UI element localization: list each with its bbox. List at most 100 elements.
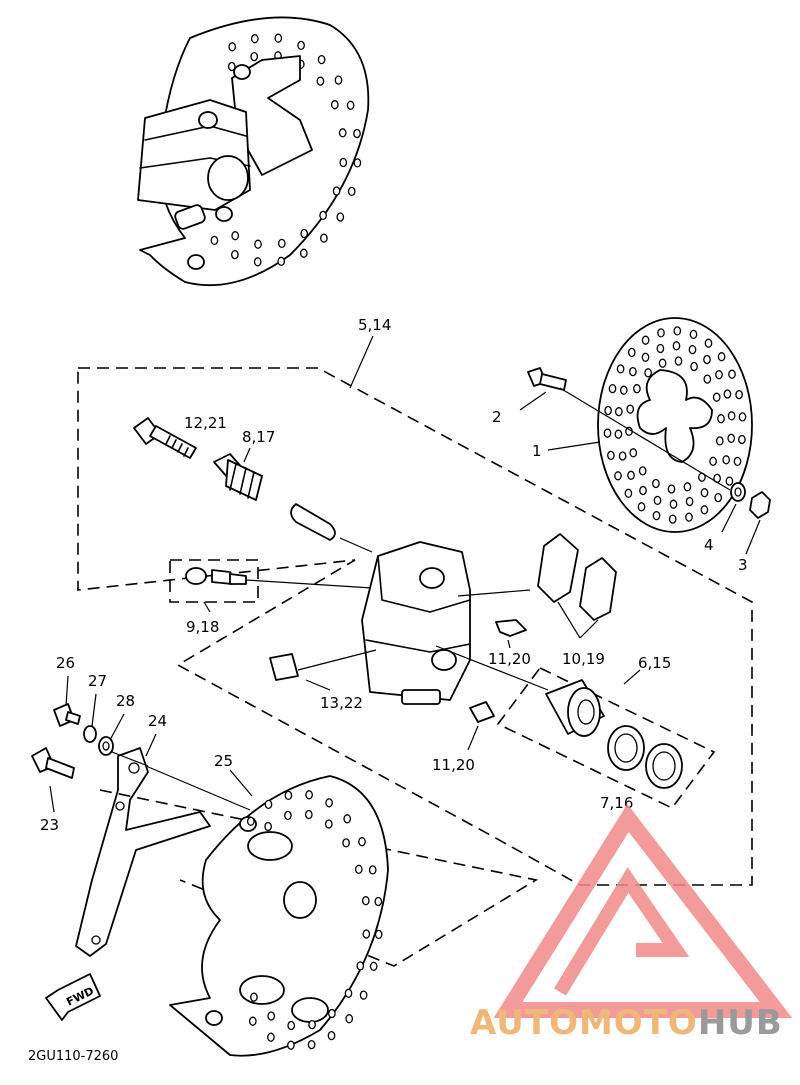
vent-hole — [725, 476, 734, 486]
bleeder-8 — [213, 453, 263, 501]
vent-hole — [629, 448, 638, 458]
vent-hole — [608, 383, 617, 394]
vent-hole — [652, 478, 660, 489]
vent-hole — [342, 838, 350, 848]
vent-hole — [703, 354, 711, 365]
vent-hole — [267, 1011, 276, 1021]
vent-hole — [715, 370, 723, 380]
vent-hole — [334, 75, 343, 85]
vent-hole — [624, 488, 633, 498]
vent-hole — [685, 496, 694, 507]
pad-13 — [269, 653, 299, 681]
vent-hole — [253, 257, 262, 267]
vent-hole — [657, 328, 665, 338]
top-disc-holes — [210, 33, 362, 267]
vent-hole — [644, 368, 652, 378]
vent-hole — [629, 366, 637, 377]
callout-5-14: 5,14 — [358, 316, 391, 334]
vent-hole — [703, 374, 712, 384]
pad-pin-9 — [185, 567, 247, 585]
vent-hole — [305, 790, 313, 800]
vent-hole — [668, 514, 677, 524]
vent-hole — [689, 329, 698, 340]
vent-hole — [299, 248, 308, 258]
pin-kit-box — [169, 559, 259, 603]
vent-hole — [353, 158, 362, 168]
vent-hole — [317, 54, 326, 65]
vent-hole — [353, 128, 361, 139]
vent-hole — [603, 428, 612, 438]
vent-hole — [727, 411, 736, 421]
pad-spring-11b — [469, 701, 495, 723]
vent-hole — [277, 256, 286, 266]
callout-2: 2 — [492, 408, 502, 426]
vent-hole — [308, 1019, 316, 1030]
brake-disc-25 — [169, 775, 389, 1057]
vent-hole — [618, 451, 627, 461]
vent-hole — [304, 809, 313, 820]
vent-hole — [614, 471, 622, 481]
brake-disc-1 — [597, 317, 753, 533]
vent-hole — [227, 61, 236, 72]
vent-hole — [250, 992, 258, 1002]
pad-spring-11a — [495, 619, 527, 637]
vent-hole — [287, 1040, 295, 1050]
callout-26: 26 — [56, 654, 75, 672]
vent-hole — [683, 482, 692, 492]
callout-11-20-b: 11,20 — [432, 756, 475, 774]
vent-hole — [347, 186, 356, 197]
vent-hole — [324, 819, 333, 829]
vent-hole — [735, 389, 743, 400]
callout-7-16: 7,16 — [600, 794, 633, 812]
vent-hole — [738, 434, 746, 445]
vent-hole — [700, 505, 709, 515]
caliper-bolt-12 — [133, 417, 197, 459]
caliper-body — [361, 541, 471, 705]
vent-hole — [727, 433, 736, 443]
vent-hole — [627, 470, 635, 480]
vent-hole — [674, 356, 683, 366]
vent-hole — [717, 352, 726, 362]
callout-27: 27 — [88, 672, 107, 690]
vent-hole — [250, 51, 259, 62]
vent-hole — [633, 384, 641, 394]
vent-hole — [637, 502, 646, 512]
vent-hole — [369, 961, 378, 971]
vent-hole — [267, 1032, 275, 1042]
vent-hole — [284, 790, 293, 801]
vent-hole — [274, 33, 283, 43]
vent-hole — [330, 100, 339, 110]
vent-hole — [641, 352, 650, 362]
vent-hole — [700, 488, 709, 498]
vent-hole — [717, 414, 725, 424]
vent-hole — [362, 929, 371, 939]
vent-hole — [667, 484, 676, 494]
vent-hole — [345, 1014, 354, 1024]
callout-10-19: 10,19 — [562, 650, 605, 668]
vent-hole — [714, 492, 723, 503]
vent-hole — [246, 816, 255, 826]
bracket-24 — [75, 747, 211, 957]
callout-24: 24 — [148, 712, 167, 730]
vent-hole — [733, 456, 742, 467]
vent-hole — [361, 896, 370, 906]
callout-13-22: 13,22 — [320, 694, 363, 712]
vent-hole — [638, 466, 647, 476]
vent-hole — [358, 837, 366, 847]
callout-11-20-a: 11,20 — [488, 650, 531, 668]
vent-hole — [325, 798, 333, 808]
vent-hole — [339, 157, 348, 168]
vent-hole — [653, 495, 662, 506]
vent-hole — [300, 228, 309, 239]
nut-3 — [749, 491, 771, 519]
vent-hole — [723, 389, 732, 399]
watermark-text: AUTOMOTOHUB — [470, 1003, 783, 1043]
vent-hole — [338, 128, 347, 138]
vent-hole — [374, 929, 383, 940]
vent-hole — [738, 412, 747, 422]
vent-hole — [264, 799, 273, 810]
callout-12-21: 12,21 — [184, 414, 227, 432]
vent-hole — [332, 186, 341, 196]
callout-1: 1 — [532, 442, 542, 460]
